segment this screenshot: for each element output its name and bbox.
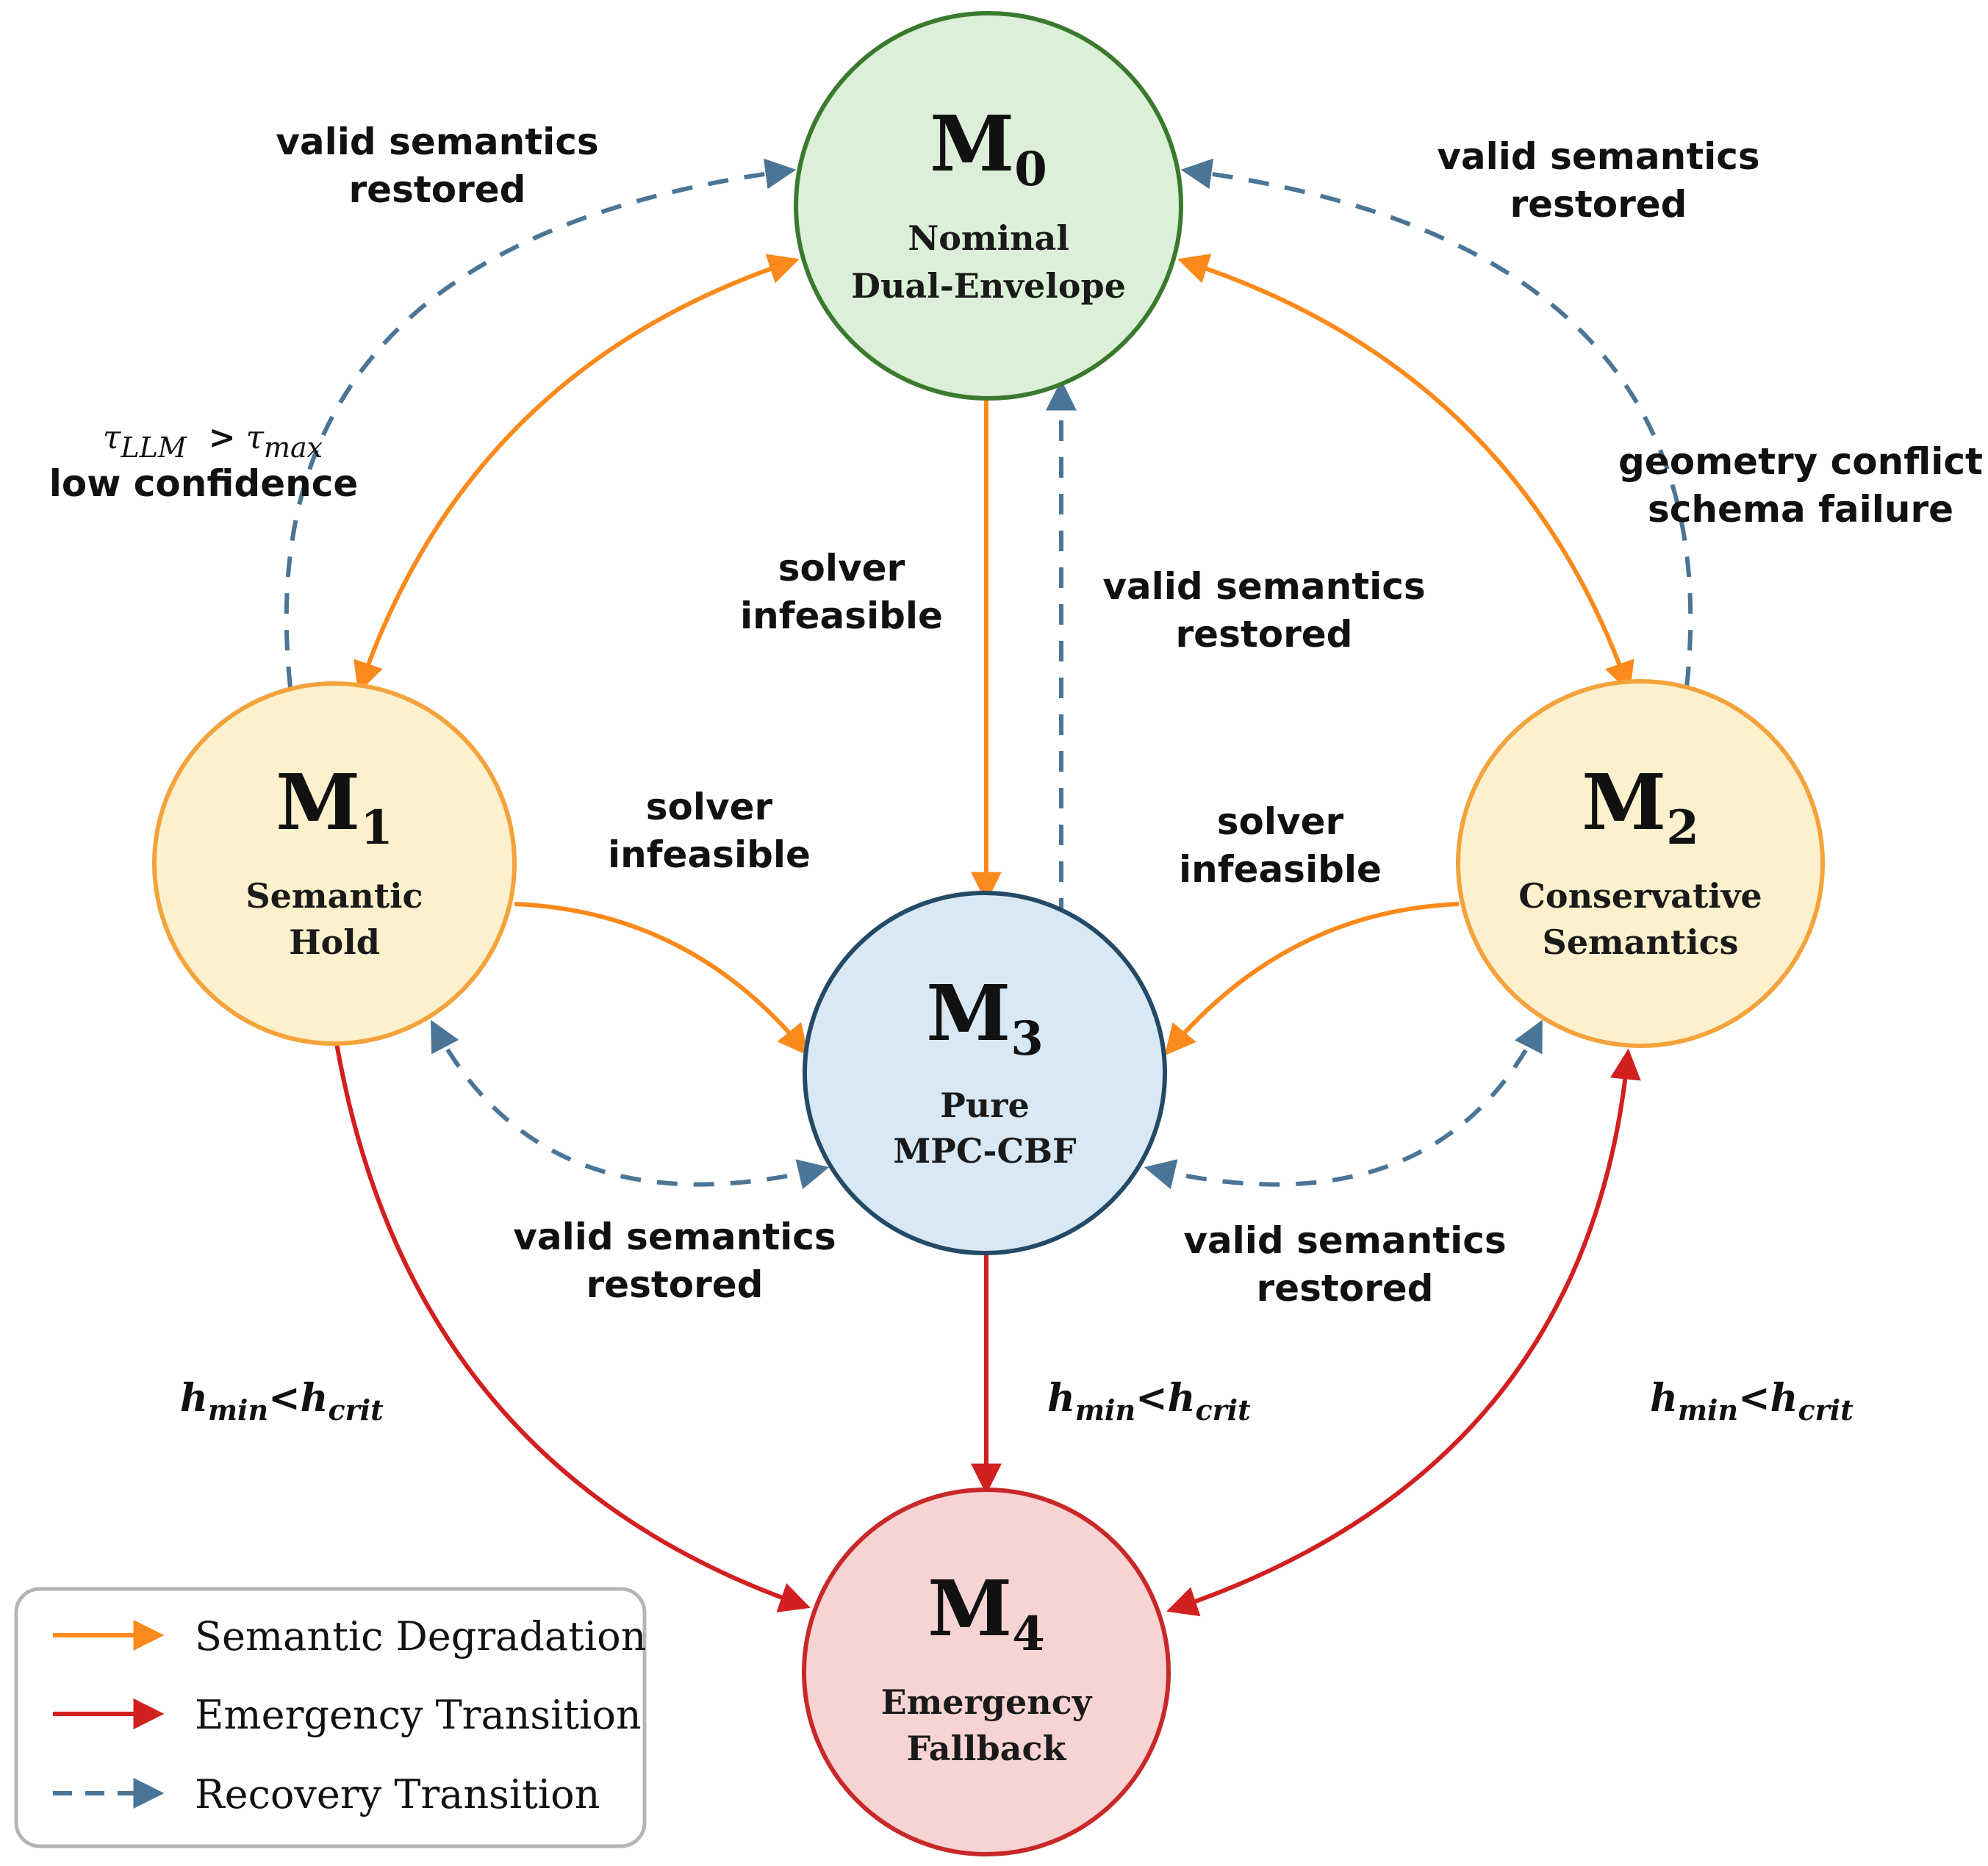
svg-text:hmin<hcrit: hmin<hcrit xyxy=(1047,1376,1251,1427)
svg-text:infeasible: infeasible xyxy=(1179,848,1382,891)
node-m1-line1: Semantic xyxy=(245,876,423,916)
svg-text:infeasible: infeasible xyxy=(740,595,943,637)
svg-text:τLLM>τmax: τLLM>τmax xyxy=(103,419,323,464)
edge-m3-m2-recovery xyxy=(1144,1019,1543,1190)
label-restored-top-right: valid semantics restored xyxy=(1437,135,1759,226)
svg-text:hmin<hcrit: hmin<hcrit xyxy=(1650,1376,1854,1427)
node-m4-line1: Emergency xyxy=(881,1682,1093,1722)
label-hmin-right: hmin<hcrit xyxy=(1650,1376,1854,1427)
svg-text:solver: solver xyxy=(646,786,773,828)
label-restored-bottom-left: valid semantics restored xyxy=(513,1216,836,1306)
svg-text:M4: M4 xyxy=(927,1563,1045,1662)
edge-m2-m4-emergency xyxy=(1166,1048,1641,1617)
svg-text:low confidence: low confidence xyxy=(49,462,359,505)
svg-text:M0: M0 xyxy=(930,98,1047,197)
svg-text:M1: M1 xyxy=(276,757,393,855)
edge-m2-m3-solver-infeasible xyxy=(1164,902,1460,1056)
svg-text:schema failure: schema failure xyxy=(1648,488,1953,531)
label-infeasible-left: solver infeasible xyxy=(608,786,811,876)
edge-m2-m0-recovery xyxy=(1180,158,1693,688)
label-restored-bottom-right: valid semantics restored xyxy=(1183,1219,1506,1310)
node-m1: M1 Semantic Hold xyxy=(152,681,517,1046)
edge-m1-m0-recovery xyxy=(284,158,797,688)
legend-label-emergency-transition: Emergency Transition xyxy=(195,1692,642,1738)
label-restored-center: valid semantics restored xyxy=(1102,565,1425,656)
node-m3: M3 Pure MPC-CBF xyxy=(803,891,1167,1255)
legend-box xyxy=(14,1587,647,1848)
svg-text:M3: M3 xyxy=(926,968,1044,1066)
label-geometry-conflict: geometry conflict schema failure xyxy=(1618,440,1983,531)
node-m4-line2: Fallback xyxy=(907,1729,1067,1768)
svg-text:solver: solver xyxy=(778,547,905,589)
node-m1-line2: Hold xyxy=(289,922,380,962)
svg-text:valid semantics: valid semantics xyxy=(513,1216,836,1258)
svg-text:restored: restored xyxy=(1510,183,1687,226)
svg-text:valid semantics: valid semantics xyxy=(1102,565,1425,608)
svg-text:solver: solver xyxy=(1217,800,1344,843)
node-m3-line1: Pure xyxy=(940,1085,1030,1125)
svg-text:restored: restored xyxy=(586,1263,764,1306)
legend-label-semantic-degradation: Semantic Degradation xyxy=(195,1613,646,1659)
node-m2-line1: Conservative xyxy=(1518,876,1762,916)
edge-m3-m1-recovery xyxy=(431,1019,830,1190)
label-low-confidence: τLLM>τmax low confidence xyxy=(49,419,359,505)
svg-text:valid semantics: valid semantics xyxy=(1437,135,1759,178)
svg-text:valid semantics: valid semantics xyxy=(276,121,598,163)
svg-text:M2: M2 xyxy=(1582,757,1699,855)
node-m2: M2 Conservative Semantics xyxy=(1456,679,1825,1048)
svg-text:restored: restored xyxy=(349,168,526,211)
node-m0-line1: Nominal xyxy=(908,218,1069,258)
edge-m1-m3-solver-infeasible xyxy=(514,902,809,1056)
legend: Semantic Degradation Emergency Transitio… xyxy=(14,1587,647,1848)
node-m0: M0 Nominal Dual-Envelope xyxy=(794,11,1183,401)
label-infeasible-center: solver infeasible xyxy=(740,547,943,637)
node-m2-line2: Semantics xyxy=(1542,922,1738,962)
node-m4: M4 Emergency Fallback xyxy=(802,1488,1171,1856)
label-hmin-left: hmin<hcrit xyxy=(180,1376,384,1427)
svg-text:valid semantics: valid semantics xyxy=(1183,1219,1506,1262)
svg-text:restored: restored xyxy=(1257,1267,1434,1310)
label-infeasible-right: solver infeasible xyxy=(1179,800,1382,891)
svg-text:infeasible: infeasible xyxy=(608,833,811,876)
node-m3-line2: MPC-CBF xyxy=(893,1131,1077,1171)
legend-label-recovery-transition: Recovery Transition xyxy=(195,1771,600,1817)
edge-m1-m4-emergency xyxy=(334,1043,811,1612)
label-restored-top-left: valid semantics restored xyxy=(276,121,598,211)
svg-text:geometry conflict: geometry conflict xyxy=(1618,440,1983,483)
svg-text:restored: restored xyxy=(1176,613,1353,656)
edge-m0-m1-degradation xyxy=(354,254,800,693)
edge-m0-m2-degradation xyxy=(1177,254,1634,693)
node-m0-line2: Dual-Envelope xyxy=(851,266,1126,306)
svg-text:hmin<hcrit: hmin<hcrit xyxy=(180,1376,384,1427)
label-hmin-center: hmin<hcrit xyxy=(1047,1376,1251,1427)
